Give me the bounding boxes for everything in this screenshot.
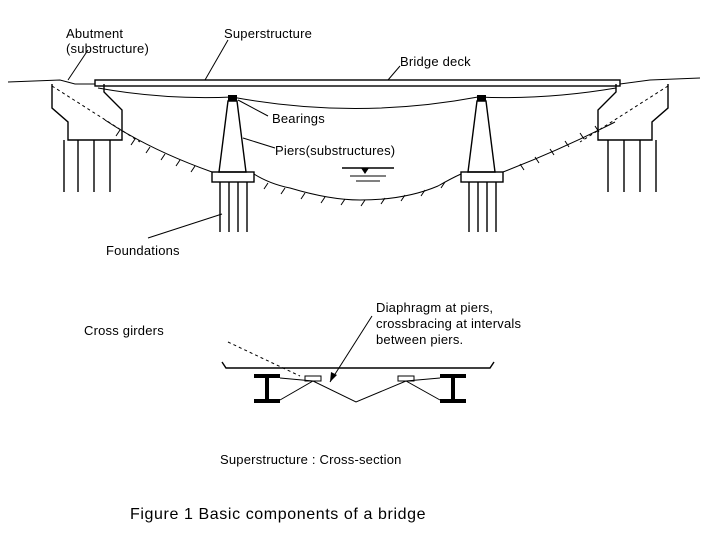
abutment-right [597, 84, 669, 141]
pier-left-footing [211, 171, 255, 183]
label-diaphragm-2: crossbracing at intervals [376, 316, 522, 331]
girder-soffit [97, 87, 617, 109]
bearing-left [228, 95, 237, 101]
pier-right-footing [460, 171, 504, 183]
cross-section-girder-left [254, 374, 280, 403]
abutment-left [51, 84, 123, 141]
label-piers: Piers(substructures) [275, 143, 396, 158]
abutment-left-piles [63, 140, 111, 192]
label-bearings: Bearings [272, 111, 325, 126]
label-cross-girders: Cross girders [84, 323, 164, 338]
cross-bracing [279, 377, 441, 403]
label-abutment: Abutment [66, 26, 124, 41]
ground-left [7, 79, 95, 85]
label-superstructure: Superstructure [224, 26, 313, 41]
label-diaphragm-3: between piers. [376, 332, 464, 347]
label-foundations: Foundations [106, 243, 180, 258]
pier-right-piles [468, 182, 497, 232]
cross-section-deck [221, 361, 495, 369]
label-cross-section-caption: Superstructure : Cross-section [220, 452, 402, 467]
figure-caption: Figure 1 Basic components of a bridge [130, 506, 427, 523]
cross-girders-leader [227, 341, 301, 377]
riverbed-profile [104, 119, 616, 201]
water-level-icon [342, 167, 394, 182]
cross-section-drawing [221, 315, 495, 403]
pier-left [218, 100, 247, 173]
label-bridge-deck: Bridge deck [400, 54, 471, 69]
label-abutment-substructure: (substructure) [66, 41, 149, 56]
leader-lines [67, 39, 401, 239]
bridge-deck-slab [94, 79, 621, 87]
abutment-right-piles [607, 140, 657, 192]
pier-right [467, 100, 496, 173]
label-diaphragm-1: Diaphragm at piers, [376, 300, 494, 315]
pier-left-piles [219, 182, 248, 232]
riverbed-hatching [115, 125, 600, 207]
diaphragm-leader [329, 315, 373, 383]
abutment-right-slope [579, 85, 669, 143]
cross-section-girder-right [440, 374, 466, 403]
ground-right [619, 77, 701, 85]
bearing-right [477, 95, 486, 101]
